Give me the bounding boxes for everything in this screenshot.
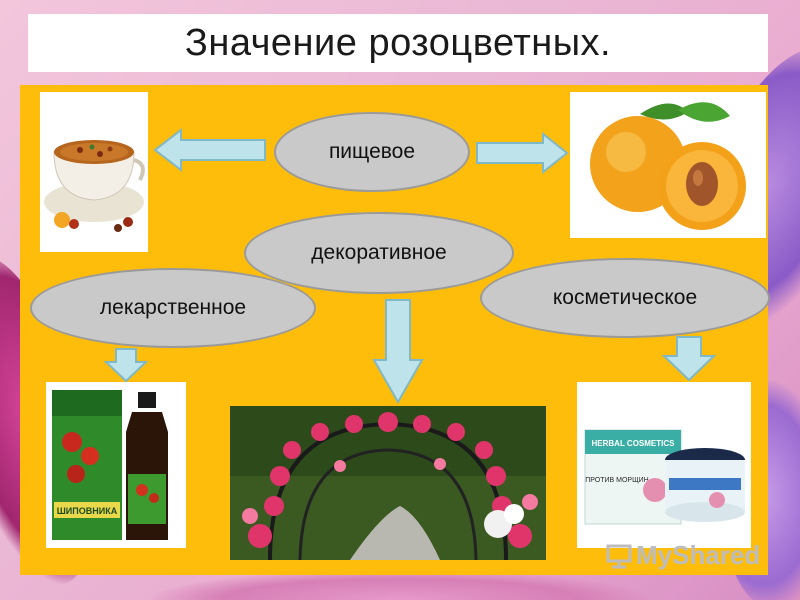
- arrow-left-to-tea: [153, 127, 266, 173]
- tea-cup-image: [40, 92, 148, 252]
- arrow-right-to-apricot: [476, 131, 569, 175]
- cosmetics-product-label: ПРОТИВ МОРЩИН: [585, 477, 649, 484]
- herbal-cosmetics-image: HERBAL COSMETICS ПРОТИВ МОРЩИН: [577, 382, 751, 548]
- decorative-category-oval: декоративное: [244, 212, 514, 294]
- arrow-down-to-cosmetics: [661, 336, 717, 382]
- arrow-down-to-garden: [372, 299, 424, 405]
- medicinal-category-label: лекарственное: [99, 296, 247, 319]
- cosmetic-category-label: косметическое: [552, 286, 698, 309]
- medicinal-category-oval: лекарственное: [30, 268, 316, 348]
- watermark-text: MyShared: [636, 540, 761, 570]
- title-bar: Значение розоцветных.: [28, 14, 768, 72]
- rose-arch-garden-image: [230, 406, 546, 560]
- apricot-image: [570, 92, 766, 238]
- cosmetics-brand-label: HERBAL COSMETICS: [592, 439, 676, 448]
- syrup-box-label: ШИПОВНИКА: [57, 506, 118, 516]
- slide-title: Значение розоцветных.: [184, 21, 612, 64]
- decorative-category-label: декоративное: [311, 241, 447, 264]
- arrow-down-to-syrup: [103, 348, 149, 383]
- cosmetic-category-oval: косметическое: [480, 258, 770, 338]
- food-category-label: пищевое: [328, 140, 416, 163]
- presentation-icon: [606, 544, 632, 568]
- watermark: MyShared: [606, 540, 760, 571]
- rosehip-syrup-image: ШИПОВНИКА: [46, 382, 186, 548]
- food-category-oval: пищевое: [274, 112, 470, 192]
